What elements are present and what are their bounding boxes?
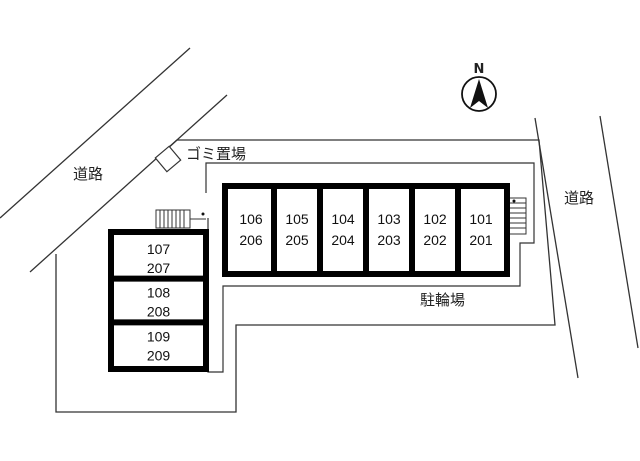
parking-label: 駐輪場 bbox=[420, 291, 465, 309]
unit-number-upper: 209 bbox=[147, 347, 171, 363]
north-arrow-needle bbox=[470, 79, 488, 108]
north-arrow-circle bbox=[461, 76, 497, 112]
stairs-west-frame bbox=[155, 209, 191, 229]
unit-number-ground: 103 bbox=[377, 211, 401, 227]
unit-number-ground: 101 bbox=[469, 211, 493, 227]
unit-number-upper: 207 bbox=[147, 260, 171, 276]
road-label-left: 道路 bbox=[73, 165, 103, 183]
unit-number-ground: 105 bbox=[285, 211, 309, 227]
building-east-cells: 106 206 105 205 104 204 103 203 102 202 101 201 bbox=[239, 189, 493, 271]
north-label: N bbox=[474, 62, 485, 77]
stairs-east bbox=[508, 197, 527, 235]
road-right-lines bbox=[534, 115, 639, 379]
unit-number-upper: 206 bbox=[239, 232, 263, 248]
building-west bbox=[108, 229, 209, 372]
unit-number-upper: 203 bbox=[377, 232, 401, 248]
unit-number-upper: 202 bbox=[423, 232, 447, 248]
garbage-area bbox=[154, 145, 182, 173]
unit-number-ground: 106 bbox=[239, 211, 263, 227]
unit-number-ground: 107 bbox=[147, 241, 171, 257]
unit-number-ground: 102 bbox=[423, 211, 447, 227]
site-boundary bbox=[55, 139, 556, 413]
unit-number-ground: 104 bbox=[331, 211, 355, 227]
unit-number-upper: 204 bbox=[331, 232, 355, 248]
garbage-label: ゴミ置場 bbox=[186, 145, 246, 163]
unit-number-upper: 201 bbox=[469, 232, 493, 248]
unit-number-ground: 109 bbox=[147, 328, 171, 344]
walkway-outline bbox=[205, 162, 535, 373]
unit-number-upper: 205 bbox=[285, 232, 309, 248]
road-left-lines bbox=[0, 47, 228, 273]
north-arrow: N bbox=[461, 62, 497, 112]
road-label-right: 道路 bbox=[564, 189, 594, 207]
stairs-west bbox=[155, 209, 206, 229]
unit-number-ground: 108 bbox=[147, 285, 171, 301]
unit-number-upper: 208 bbox=[147, 304, 171, 320]
building-west-cells: 107 207 108 208 109 209 bbox=[114, 241, 203, 363]
